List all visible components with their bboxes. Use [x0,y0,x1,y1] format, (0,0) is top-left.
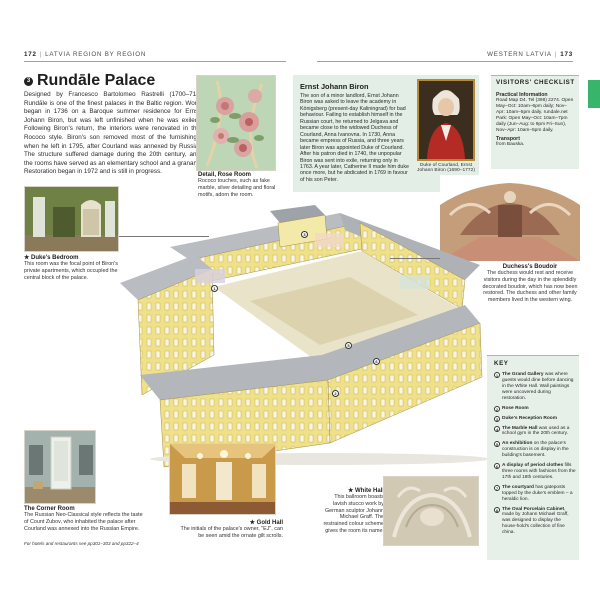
leader-line-bedroom [119,236,209,237]
key-item-text: , made by Johann Michael Graff, was desi… [502,506,569,536]
biron-box-text: The son of a minor landlord, Ernst Johan… [300,93,409,183]
biron-portrait-image [417,79,475,161]
key-title: KEY [494,360,509,367]
visitors-checklist-body: Practical Information Road Map D4. Tel (… [496,92,574,148]
key-item-title: The Oval Porcelain Cabinet [502,506,565,512]
white-hall-caption-title: ★ White Hall [347,488,384,494]
running-header-left: 172|LATVIA REGION BY REGION [24,51,147,58]
key-number: 1 [494,372,500,378]
biron-box-title: Ernst Johann Biron [300,82,369,91]
gold-hall-caption: ★ Gold Hall The initials of the palace's… [179,519,283,540]
header-rule-right [317,61,573,62]
intro-paragraph: Designed by Francesco Bartolomeo Rastrel… [24,91,200,176]
duchess-boudoir-caption-text: The duchess would rest and receive visit… [482,270,578,304]
key-item-text: was used as a school gym in the 20th cen… [502,425,570,437]
key-number: 6 [494,463,500,470]
sight-number-badge: 3 [24,76,33,86]
key-item-title: An exhibition [502,441,533,447]
dukes-bedroom-caption: ★ Duke's Bedroom This room was the focal… [24,254,124,281]
running-header-right: WESTERN LATVIA|173 [487,51,573,58]
key-number: 3 [494,415,500,422]
gold-hall-caption-title: ★ Gold Hall [249,520,283,526]
rose-room-caption-text: Rococo touches, such as fake marble, sil… [198,178,276,198]
page-number-left: 172 [24,51,37,58]
title-block: 3 Rundāle Palace [24,72,155,90]
practical-info-heading: Practical Information [496,92,548,98]
palace-cutaway-illustration [100,205,500,470]
corner-room-caption: The Corner Room The Russian Neo-Classica… [24,506,144,532]
key-item-title: The Grand Gallery [502,372,544,377]
key-number: 5 [494,441,500,448]
key-pin-6: 6 [373,358,380,365]
chapter-thumb-tab [588,80,600,108]
page-title: Rundāle Palace [37,72,156,89]
leader-line-boudoir [390,258,440,259]
visitors-checklist-box [491,75,579,169]
key-item-text: was where guests would dine before danci… [502,372,574,401]
white-hall-caption-text: This ballroom boasts lavish stucco work … [323,494,384,534]
dukes-bedroom-photo [24,186,119,252]
footer-note: For hotels and restaurants see pp301–303… [24,541,139,546]
header-rule-left [24,61,286,62]
key-number: 2 [494,405,500,412]
park-info-text: Park: Open May–Oct: 10am–7pm daily (Jun–… [496,116,568,133]
key-item-title: A display of period clothes [502,463,564,469]
key-item-title: Duke's Reception Room [502,415,557,421]
dukes-bedroom-caption-text: This room was the focal point of Biron's… [24,261,118,281]
duchess-boudoir-caption-title: Duchess's Boudoir [502,264,558,270]
transport-text: from Bauska. [496,142,525,147]
corner-room-caption-text: The Russian Neo-Classical style reflects… [24,512,143,532]
key-item-title: The courtyard [502,484,534,490]
rose-room-caption-title: Detail, Rose Room [198,172,252,178]
rose-room-photo [196,75,276,171]
key-item-text: on the palace's construction is on displ… [502,441,569,459]
key-number: 4 [494,425,500,432]
gold-hall-photo [169,443,276,515]
section-title-right: WESTERN LATVIA [487,51,552,58]
white-hall-caption: ★ White Hall This ballroom boasts lavish… [322,487,384,535]
key-box [487,355,579,560]
section-title-left: LATVIA REGION BY REGION [45,51,147,58]
visitors-checklist-title: VISITORS' CHECKLIST [496,79,575,86]
key-number: 7 [494,484,500,491]
duchess-boudoir-photo [440,175,580,261]
corner-room-photo [24,430,96,504]
key-pin-3: 3 [301,231,308,238]
page-number-right: 173 [560,51,573,58]
key-number: 8 [494,506,500,513]
dukes-bedroom-caption-title: ★ Duke's Bedroom [24,255,79,261]
key-pin-2: 2 [332,390,339,397]
biron-portrait-caption: Duke of Courland, Ernst Johann Biron (16… [417,163,475,173]
gold-hall-caption-text: The initials of the palace's owner, "EJ"… [180,526,283,539]
key-item-text: has gateposts topped by the duke's emble… [502,484,573,502]
corner-room-caption-title: The Corner Room [24,506,75,512]
transport-heading: Transport [496,136,520,142]
white-hall-stucco-photo [383,476,479,546]
key-item-title: The Marble Hall [502,425,538,431]
rose-room-caption: Detail, Rose Room Rococo touches, such a… [198,172,282,198]
key-pin-5: 5 [345,342,352,349]
duchess-boudoir-caption: Duchess's Boudoir The duchess would rest… [481,264,579,304]
practical-info-text: Road Map D4. Tel (398) 2274. Open May–Oc… [496,98,574,115]
key-item-title: Rose Room [502,405,529,411]
key-item-text: fills three rooms with fashions from the… [502,463,576,480]
key-pin-1: 1 [211,285,218,292]
